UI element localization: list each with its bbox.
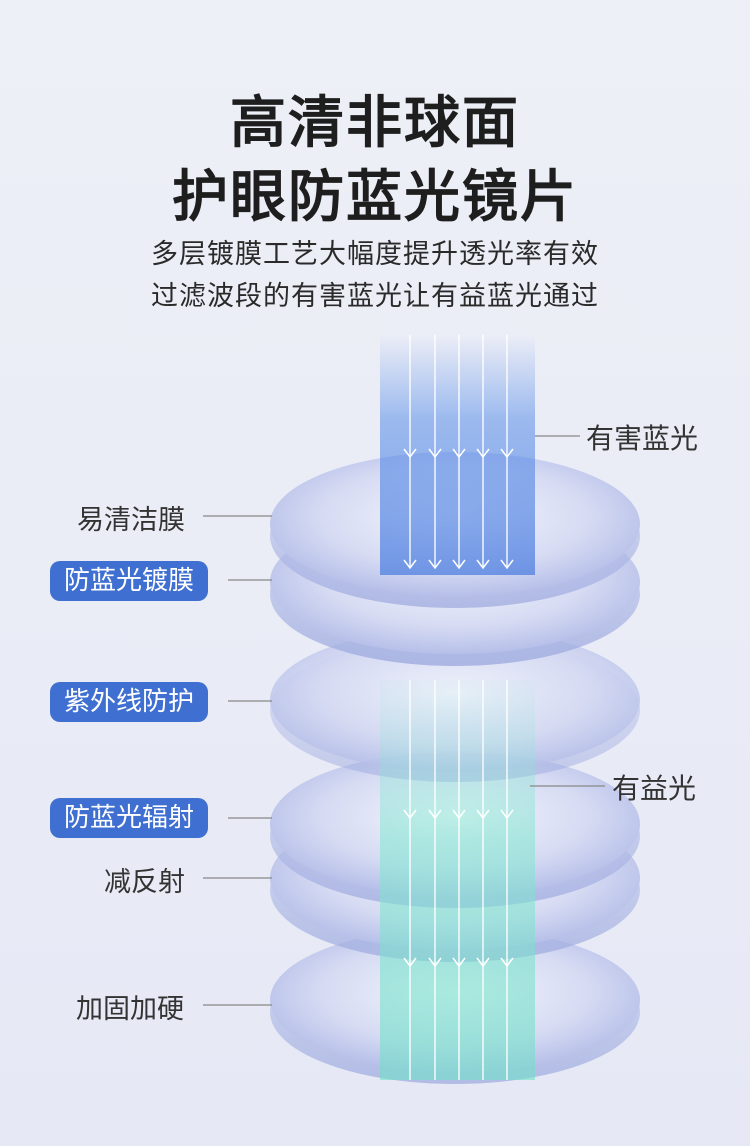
layer-badge-uv-protection: 紫外线防护	[50, 682, 209, 722]
subtitle-line1: 多层镀膜工艺大幅度提升透光率有效	[151, 239, 599, 270]
leader-lines	[203, 435, 605, 1006]
beneficial-light-label: 有益光	[612, 772, 697, 805]
page-title-line2: 护眼防蓝光镜片	[172, 165, 578, 230]
beneficial-light-beam	[380, 680, 535, 1080]
layer-label-anti-reflection: 减反射	[104, 867, 185, 898]
harmful-blue-light-label: 有害蓝光	[586, 422, 699, 455]
subtitle-line2: 过滤波段的有害蓝光让有益蓝光通过	[151, 281, 599, 312]
layer-label-easy-clean: 易清洁膜	[77, 505, 185, 536]
page-title-line1: 高清非球面	[230, 91, 520, 156]
harmful-blue-beam	[380, 335, 535, 575]
layer-badge-anti-blue-coating: 防蓝光镀膜	[50, 561, 209, 601]
layer-label-hardening: 加固加硬	[76, 994, 184, 1025]
layer-badge-anti-blue-radiation: 防蓝光辐射	[50, 798, 209, 838]
